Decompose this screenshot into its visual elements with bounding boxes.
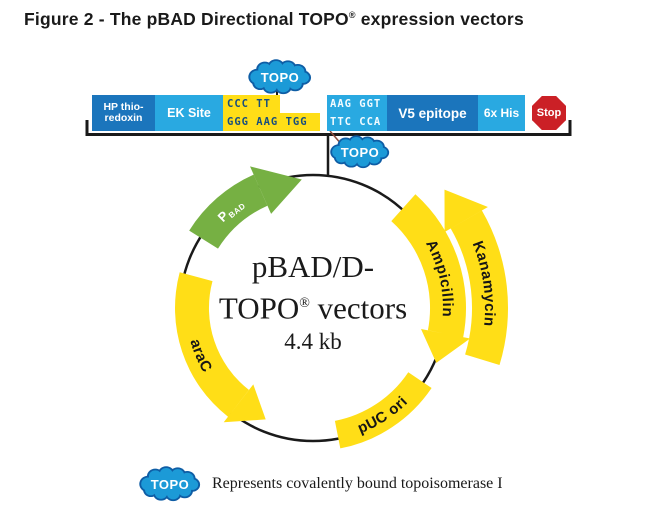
topo-cloud-legend — [139, 466, 201, 502]
plasmid-name-block: pBAD/D- TOPO® vectors 4.4 kb — [165, 248, 461, 358]
plasmid-name-line2-pre: TOPO — [218, 290, 300, 326]
hp-thioredoxin-line2: redoxin — [104, 112, 143, 124]
plasmid-size: 4.4 kb — [284, 329, 342, 355]
stop-codon-sign: Stop — [532, 96, 566, 130]
hp-thioredoxin-line1: HP thio- — [103, 101, 144, 113]
plasmid-name-line2-post: vectors — [309, 290, 408, 326]
feature-arrow-arac — [175, 272, 266, 423]
v5-epitope-label: V5 epitope — [398, 105, 467, 121]
segment-ek-site: EK Site — [155, 95, 223, 131]
segment-6x-his: 6x His — [478, 95, 525, 131]
topo-clouds — [139, 59, 390, 502]
stop-label: Stop — [536, 107, 562, 119]
topo-cloud-label-insertion: TOPO — [341, 145, 380, 160]
feature-arrow-ampicillin — [391, 194, 471, 363]
segment-overhang-sequence: AAG GGT TTC CCA — [327, 95, 387, 131]
legend-text: Represents covalently bound topoisomeras… — [212, 475, 503, 492]
segment-v5-epitope: V5 epitope — [387, 95, 478, 131]
topo-site-top-strand: CCC TT — [223, 95, 280, 113]
segment-hp-thioredoxin: HP thio- redoxin — [92, 95, 155, 131]
overhang-top-strand: AAG GGT — [330, 98, 382, 110]
figure-title-text: Figure 2 - The pBAD Directional TOPO — [24, 9, 349, 29]
feature-arrow-kanamycin — [444, 189, 509, 365]
figure-title-suffix: expression vectors — [355, 9, 524, 29]
plasmid-name-line2: TOPO® vectors — [165, 285, 461, 326]
figure-title: Figure 2 - The pBAD Directional TOPO® ex… — [24, 9, 524, 30]
feature-arrow-puc-ori — [334, 372, 432, 449]
plasmid-registered-mark: ® — [299, 296, 310, 311]
topo-cloud-insertion — [330, 135, 390, 169]
topo-cloud-label-top: TOPO — [261, 70, 300, 85]
overhang-bottom-strand: TTC CCA — [330, 116, 382, 128]
topo-site-bottom-strand: GGG AAG TGG — [223, 113, 320, 131]
ek-site-label: EK Site — [167, 106, 211, 120]
topo-cloud-label-legend: TOPO — [151, 477, 190, 492]
registered-mark: ® — [348, 10, 356, 21]
plasmid-features — [175, 166, 509, 449]
segment-topo-cloning-site: CCC TT GGG AAG TGG — [223, 95, 320, 131]
his-tag-label: 6x His — [483, 106, 520, 120]
plasmid-name-line1: pBAD/D- — [251, 249, 375, 284]
feature-arrow-pbad-promoter — [189, 166, 302, 249]
topo-cloud-top — [248, 59, 312, 95]
